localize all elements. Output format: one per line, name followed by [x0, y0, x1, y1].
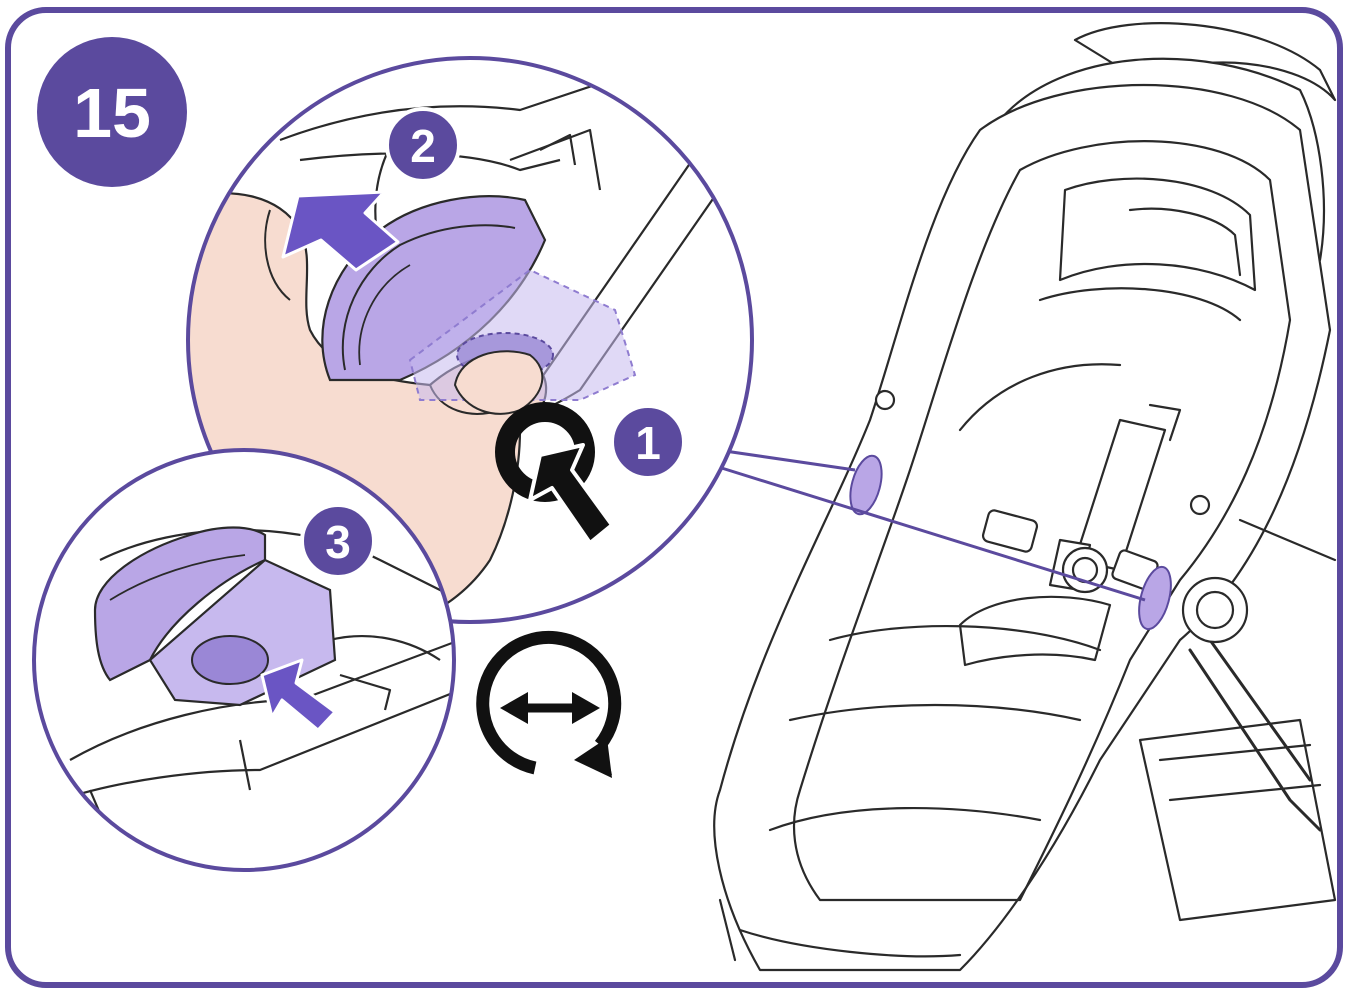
press-arrow-icon	[260, 658, 337, 732]
seat-release-button-right	[1138, 565, 1172, 631]
callout-badge-1: 1	[610, 404, 686, 480]
zoom-detail-lock-engaged	[34, 450, 454, 870]
press-button-icon	[495, 402, 614, 545]
callout-label-2: 2	[410, 120, 436, 172]
step-number-badge: 15	[37, 37, 187, 187]
seat-release-button-left	[849, 454, 883, 516]
pull-arrow-icon	[281, 190, 400, 272]
press-button-lower	[191, 635, 269, 685]
callout-badge-3: 3	[300, 503, 376, 579]
reversible-arrowhead	[574, 738, 612, 778]
stroller-illustration	[713, 22, 1337, 972]
callout-label-3: 3	[325, 516, 351, 568]
zoom-circle-top-outline	[186, 56, 754, 624]
step-number: 15	[73, 74, 151, 152]
zoom-pointer-lines	[711, 448, 1146, 602]
zoom-circle-bottom-outline	[32, 448, 456, 872]
callout-badge-2: 2	[385, 107, 461, 183]
callout-label-1: 1	[635, 417, 661, 469]
